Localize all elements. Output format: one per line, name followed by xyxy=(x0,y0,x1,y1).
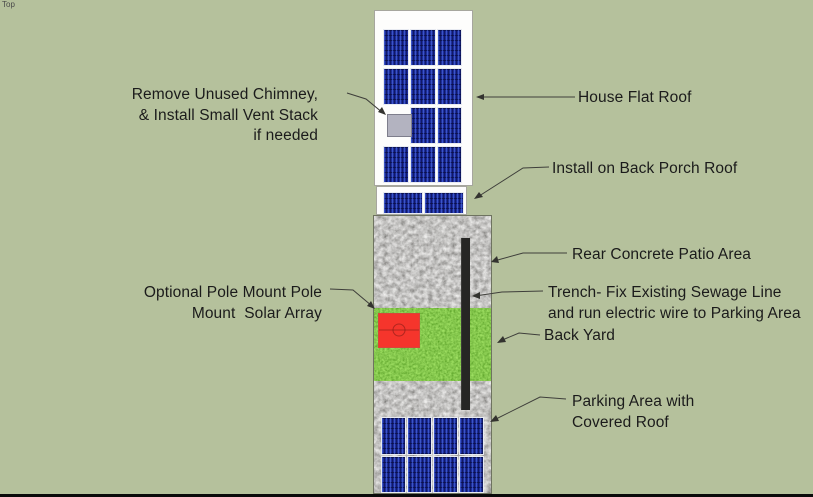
label-line: Rear Concrete Patio Area xyxy=(572,246,752,263)
solar-panel xyxy=(407,417,432,455)
solar-panel xyxy=(383,192,423,214)
solar-panel xyxy=(410,68,436,105)
leader-patio xyxy=(493,252,567,262)
label-line: Back Yard xyxy=(544,327,615,344)
label-line: Remove Unused Chimney, xyxy=(131,86,318,103)
solar-panel xyxy=(410,146,436,183)
solar-panel xyxy=(437,146,462,183)
pole-mount-array xyxy=(378,313,420,348)
solar-panel xyxy=(383,29,409,66)
label-line: if needed xyxy=(253,127,318,144)
leader-parking xyxy=(493,396,567,421)
label-back-porch-roof: Install on Back Porch Roof xyxy=(552,159,737,180)
solar-panel xyxy=(437,29,462,66)
solar-panel xyxy=(410,107,436,144)
leader-pole-mount xyxy=(329,288,373,307)
label-line: and run electric wire to Parking Area xyxy=(548,304,801,322)
label-pole-mount: Optional Pole Mount Pole Mount Solar Arr… xyxy=(90,283,322,324)
solar-panel xyxy=(437,68,462,105)
arrowhead-house-roof xyxy=(476,94,484,100)
label-rear-patio: Rear Concrete Patio Area xyxy=(572,245,751,266)
solar-panel xyxy=(407,456,432,493)
label-line: House Flat Roof xyxy=(578,89,692,106)
bottom-edge-bar xyxy=(0,494,813,497)
solar-panel xyxy=(381,417,406,455)
leader-backyard xyxy=(499,332,541,342)
arrowhead-porch xyxy=(474,192,483,199)
label-parking: Parking Area with Covered Roof xyxy=(572,392,694,433)
solar-panel xyxy=(383,68,409,105)
solar-panel xyxy=(383,146,409,183)
label-remove-chimney: Remove Unused Chimney, & Install Small V… xyxy=(88,85,318,147)
back-porch-roof-area xyxy=(376,186,467,215)
solar-panel xyxy=(459,456,484,493)
label-line: Covered Roof xyxy=(572,413,669,431)
label-trench: Trench- Fix Existing Sewage Line and run… xyxy=(548,283,801,324)
solar-panel xyxy=(437,107,462,144)
trench-line xyxy=(461,238,470,410)
house-flat-roof-area xyxy=(374,10,473,186)
arrowhead-backyard xyxy=(497,336,506,343)
label-line: Install on Back Porch Roof xyxy=(552,160,738,177)
viewport-view-label: Top xyxy=(2,0,15,9)
solar-panel xyxy=(381,456,406,493)
solar-panel xyxy=(424,192,464,214)
solar-panel xyxy=(433,456,458,493)
leader-porch xyxy=(475,166,550,199)
solar-panel xyxy=(410,29,436,66)
label-house-flat-roof: House Flat Roof xyxy=(578,88,692,109)
pole-symbol xyxy=(379,323,419,337)
label-line: Parking Area with xyxy=(572,393,695,410)
label-line: Optional Pole Mount Pole xyxy=(143,284,322,301)
solar-panel xyxy=(459,417,484,455)
yard-strip xyxy=(373,215,492,494)
chimney-block xyxy=(387,114,412,137)
parking-area xyxy=(374,381,491,493)
label-line: & Install Small Vent Stack xyxy=(138,106,318,124)
solar-panel xyxy=(433,417,458,455)
label-line: Mount Solar Array xyxy=(191,304,322,322)
rear-concrete-patio-area xyxy=(374,216,491,308)
arrowhead-patio xyxy=(491,256,499,263)
label-back-yard: Back Yard xyxy=(544,326,615,347)
label-line: Trench- Fix Existing Sewage Line xyxy=(548,284,782,301)
